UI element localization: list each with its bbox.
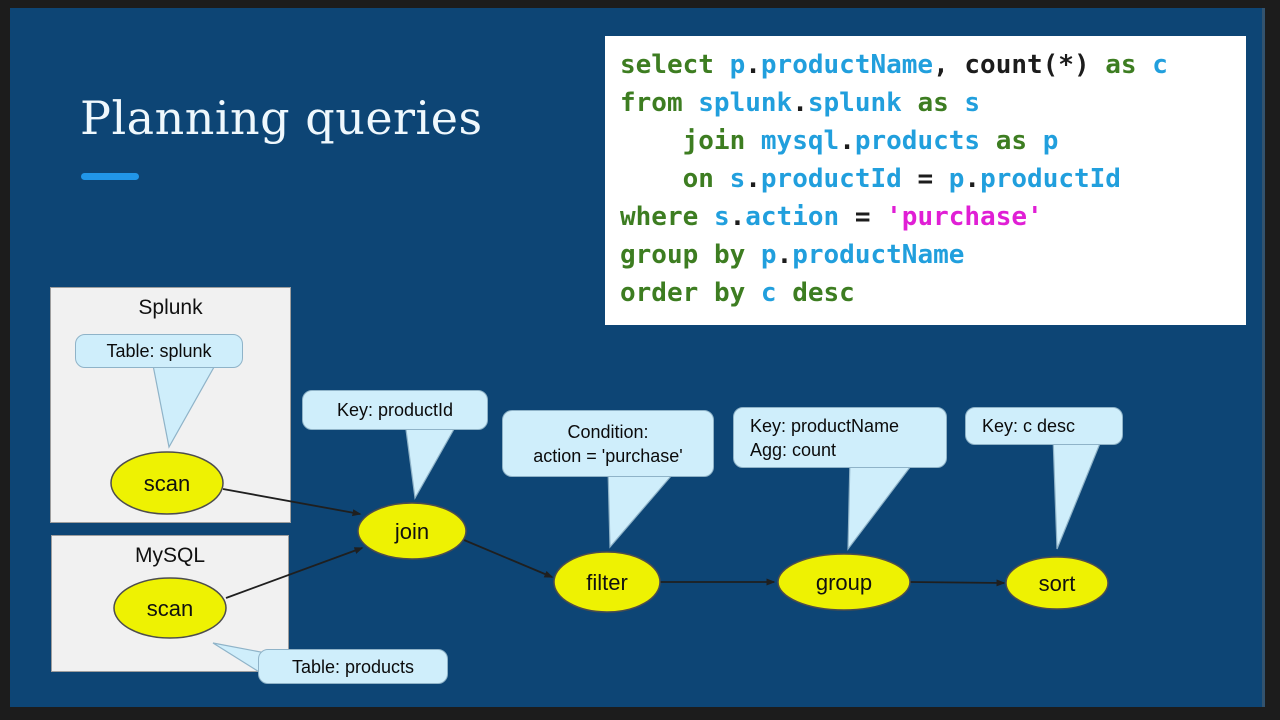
callout-table-products-text: Table: products <box>291 656 415 677</box>
code-line: join mysql.products as p <box>682 126 1059 156</box>
callout-filter-condition-line1: Condition: <box>567 421 649 442</box>
callout-group-key: Key: productName Agg: count <box>733 407 947 468</box>
code-line: order by c desc <box>620 278 855 308</box>
code-line: group by p.productName <box>620 240 965 270</box>
callout-filter-condition-line2: action = 'purchase' <box>533 445 683 466</box>
page-title: Planning queries <box>80 91 483 145</box>
code-line: on s.productId = p.productId <box>682 164 1121 194</box>
callout-table-products: Table: products <box>258 649 448 684</box>
callout-join-key-text: Key: productId <box>336 400 454 420</box>
callout-sort-key: Key: c desc <box>965 407 1123 445</box>
callout-filter-condition: Condition: action = 'purchase' <box>502 410 714 477</box>
callout-group-key-line2: Agg: count <box>750 439 837 460</box>
splunk-source-box: Splunk <box>50 287 291 523</box>
code-line: where s.action = 'purchase' <box>620 202 1043 232</box>
callout-table-splunk-text: Table: splunk <box>106 341 212 361</box>
mysql-source-label: MySQL <box>134 544 205 567</box>
title-accent-line <box>81 173 139 180</box>
callout-table-splunk: Table: splunk <box>75 334 243 368</box>
callout-sort-key-text: Key: c desc <box>982 416 1076 436</box>
code-line: from splunk.splunk as s <box>620 88 981 118</box>
splunk-source-label: Splunk <box>138 296 203 319</box>
mysql-source-box: MySQL <box>51 535 289 672</box>
callout-join-key: Key: productId <box>302 390 488 430</box>
code-block: select p.productName, count(*) as c from … <box>605 36 1246 325</box>
callout-group-key-line1: Key: productName <box>750 415 900 436</box>
code-line: select p.productName, count(*) as c <box>620 50 1168 80</box>
